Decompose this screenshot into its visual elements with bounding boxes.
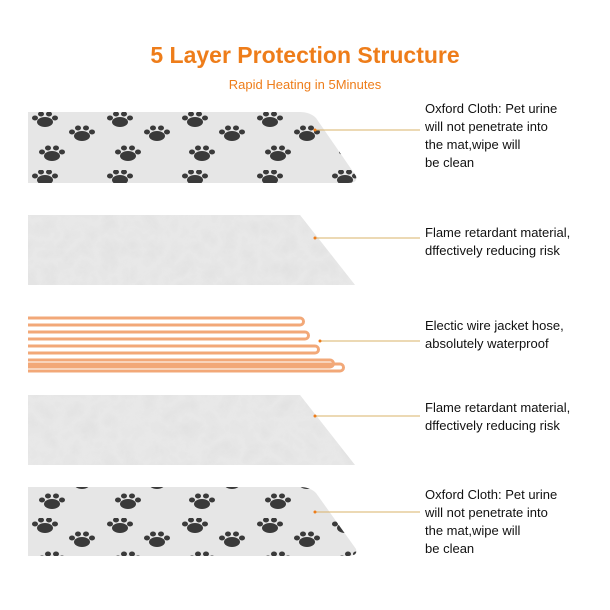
desc-line: Electic wire jacket hose, xyxy=(425,318,564,333)
layer-description-flame-top: Flame retardant material, dffectively re… xyxy=(425,224,605,260)
flame-retardant-layer-top xyxy=(28,215,420,285)
desc-line: dffectively reducing risk xyxy=(425,243,560,258)
oxford-cloth-layer-top xyxy=(28,112,420,183)
desc-line: be clean xyxy=(425,155,475,170)
desc-line: Flame retardant material, xyxy=(425,225,571,240)
desc-line: the mat,wipe will xyxy=(425,137,521,152)
flame-retardant-layer-bottom xyxy=(28,395,420,465)
desc-line: will not penetrate into xyxy=(425,505,548,520)
layer-description-oxford-bottom: Oxford Cloth: Pet urine will not penetra… xyxy=(425,486,605,558)
desc-line: dffectively reducing risk xyxy=(425,418,560,433)
page-title: 5 Layer Protection Structure xyxy=(150,42,460,68)
page-subtitle: Rapid Heating in 5Minutes xyxy=(228,77,382,92)
desc-line: be clean xyxy=(425,541,475,556)
desc-line: absolutely waterproof xyxy=(425,336,549,351)
heating-wire-layer xyxy=(28,316,345,373)
layer-description-flame-bottom: Flame retardant material, dffectively re… xyxy=(425,399,605,435)
desc-line: Oxford Cloth: Pet urine xyxy=(425,487,558,502)
desc-line: Oxford Cloth: Pet urine xyxy=(425,101,558,116)
layer-description-wire: Electic wire jacket hose, absolutely wat… xyxy=(425,317,605,353)
desc-line: Flame retardant material, xyxy=(425,400,571,415)
desc-line: will not penetrate into xyxy=(425,119,548,134)
oxford-cloth-layer-bottom xyxy=(28,487,420,556)
layer-description-oxford-top: Oxford Cloth: Pet urine will not penetra… xyxy=(425,100,605,172)
desc-line: the mat,wipe will xyxy=(425,523,521,538)
